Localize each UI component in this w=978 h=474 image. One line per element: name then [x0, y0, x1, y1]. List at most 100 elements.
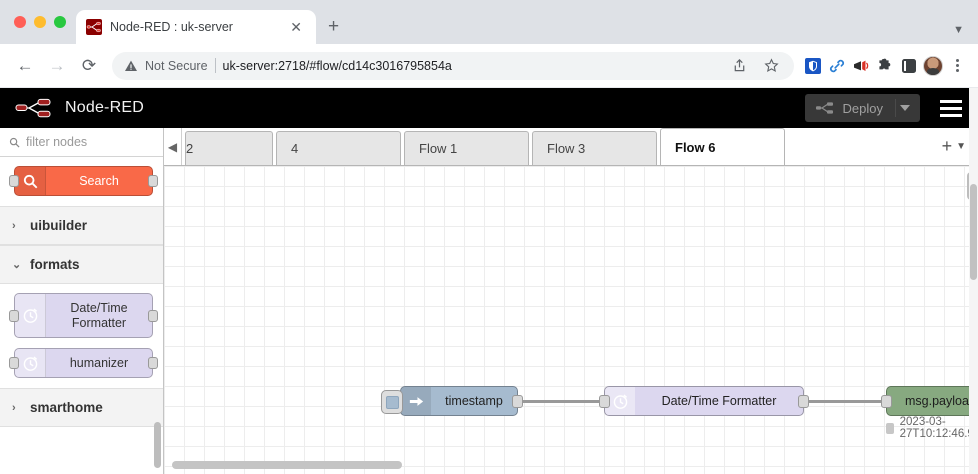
- wire-datetime-to-debug[interactable]: [802, 400, 890, 403]
- wire-inject-to-datetime[interactable]: [516, 400, 606, 403]
- node-input-port[interactable]: [599, 395, 610, 408]
- app-body: filter nodes Search: [0, 128, 978, 474]
- palette-category-uibuilder[interactable]: › uibuilder: [0, 206, 163, 245]
- node-output-port[interactable]: [512, 395, 523, 408]
- palette-filter-input[interactable]: filter nodes: [0, 128, 163, 157]
- node-red-logo[interactable]: Node-RED: [14, 96, 144, 120]
- node-red-header: Node-RED Deploy: [0, 88, 978, 128]
- node-red-favicon-icon: [86, 19, 102, 35]
- node-output-port: [148, 357, 158, 369]
- puzzle-extensions-icon[interactable]: [874, 55, 896, 77]
- add-flow-button[interactable]: +: [941, 136, 953, 156]
- palette-node-search[interactable]: Search: [9, 166, 158, 196]
- flow-node-label: msg.payload: [905, 394, 976, 408]
- deploy-main[interactable]: Deploy: [805, 101, 895, 116]
- browser-toolbar: ← → ⟳ Not Secure uk-server:2718/#flow/cd…: [0, 44, 978, 88]
- node-input-port[interactable]: [881, 395, 892, 408]
- node-output-port: [148, 175, 158, 187]
- address-bar[interactable]: Not Secure uk-server:2718/#flow/cd14c301…: [112, 51, 794, 80]
- flow-tabs-list: 2 4 Flow 1 Flow 3 Flow 6: [182, 128, 930, 165]
- square-extension-icon[interactable]: [898, 55, 920, 77]
- status-text: 2023-03-27T10:12:46.986Z: [899, 416, 978, 440]
- node-red-app: Node-RED Deploy: [0, 88, 978, 474]
- browser-tab[interactable]: Node-RED : uk-server ✕: [76, 10, 316, 44]
- hamburger-menu-icon[interactable]: [934, 99, 978, 117]
- inject-trigger-button[interactable]: [381, 390, 403, 414]
- node-output-port: [148, 310, 158, 322]
- page-scrollbar[interactable]: [969, 88, 978, 474]
- palette-node-label: humanizer: [69, 355, 129, 370]
- node-output-port[interactable]: [798, 395, 809, 408]
- flow-tab-flow-3[interactable]: Flow 3: [532, 131, 657, 165]
- flow-node-date-time-formatter[interactable]: Date/Time Formatter: [599, 386, 809, 416]
- flow-tab-4[interactable]: 4: [276, 131, 401, 165]
- palette-category-label: uibuilder: [30, 218, 87, 233]
- share-icon[interactable]: [728, 55, 750, 77]
- deploy-button[interactable]: Deploy: [804, 94, 920, 122]
- close-tab-button[interactable]: ✕: [290, 19, 302, 35]
- new-tab-button[interactable]: +: [328, 16, 340, 37]
- flow-canvas[interactable]: timestamp Date/Time Formatter: [164, 166, 978, 474]
- flow-tab-flow-1[interactable]: Flow 1: [404, 131, 529, 165]
- palette-node-humanizer[interactable]: humanizer: [9, 348, 158, 378]
- palette-scrollbar[interactable]: [154, 422, 161, 468]
- header-actions: Deploy: [804, 88, 978, 128]
- back-button[interactable]: ←: [16, 55, 34, 75]
- reload-button[interactable]: ⟳: [81, 55, 97, 75]
- node-red-title: Node-RED: [65, 99, 144, 116]
- flow-node-label: timestamp: [445, 394, 503, 408]
- forward-button[interactable]: →: [48, 55, 66, 75]
- clock-icon: [15, 349, 46, 377]
- palette-category-label: formats: [30, 257, 80, 272]
- clock-icon: [15, 294, 46, 337]
- palette-node-date-time-formatter[interactable]: Date/Time Formatter: [9, 293, 158, 338]
- flow-tab-2[interactable]: 2: [185, 131, 273, 165]
- link-extension-icon[interactable]: [826, 55, 848, 77]
- palette-node-search-wrap: Search: [0, 157, 163, 206]
- window-controls: [10, 0, 76, 44]
- palette-category-formats[interactable]: ⌄ formats: [0, 245, 163, 284]
- flow-tab-flow-6[interactable]: Flow 6: [660, 128, 785, 165]
- palette-node-datetime-wrap: Date/Time Formatter: [0, 284, 163, 348]
- clock-icon: [605, 387, 635, 415]
- close-window-button[interactable]: [14, 16, 26, 28]
- flow-editor: ◀ 2 4 Flow 1 Flow 3: [164, 128, 978, 474]
- flow-node-inject-timestamp[interactable]: timestamp: [381, 386, 523, 416]
- flow-node-status: 2023-03-27T10:12:46.986Z: [886, 416, 978, 440]
- flow-node-label: Date/Time Formatter: [661, 394, 777, 408]
- flow-tabs-actions: + ▼: [930, 128, 978, 165]
- deploy-label: Deploy: [842, 100, 883, 116]
- palette-filter-placeholder: filter nodes: [26, 135, 88, 149]
- chevron-right-icon: ›: [12, 219, 16, 232]
- flow-tab-label: Flow 1: [419, 141, 458, 156]
- browser-menu-icon[interactable]: [946, 55, 968, 77]
- flow-tab-label: Flow 6: [675, 139, 716, 155]
- search-icon: [9, 137, 20, 148]
- minimize-window-button[interactable]: [34, 16, 46, 28]
- flow-node-debug-msg-payload[interactable]: msg.payload: [881, 386, 978, 416]
- flow-tabs-scroll-left[interactable]: ◀: [164, 128, 182, 165]
- maximize-window-button[interactable]: [54, 16, 66, 28]
- megaphone-extension-icon[interactable]: [850, 55, 872, 77]
- shield-extension-icon[interactable]: [802, 55, 824, 77]
- security-status-label: Not Secure: [145, 58, 208, 73]
- palette-node-label: Date/Time Formatter: [70, 301, 128, 330]
- deploy-dropdown-button[interactable]: [895, 99, 920, 117]
- palette-scroll-area: Search › uibuilder ⌄ formats: [0, 157, 163, 474]
- canvas-horizontal-scrollbar[interactable]: [172, 461, 402, 469]
- node-input-port: [9, 175, 19, 187]
- flow-tab-label: 4: [291, 141, 299, 156]
- omnibox-actions: [720, 55, 782, 77]
- magnifier-icon: [15, 167, 46, 195]
- flow-tabs-menu-button[interactable]: ▼: [956, 141, 966, 152]
- tabstrip-menu-button[interactable]: ▼: [953, 24, 964, 36]
- node-input-port: [9, 310, 19, 322]
- bookmark-star-icon[interactable]: [760, 55, 782, 77]
- browser-tab-title: Node-RED : uk-server: [110, 20, 233, 34]
- node-palette: filter nodes Search: [0, 128, 164, 474]
- palette-category-label: smarthome: [30, 400, 103, 415]
- palette-category-smarthome[interactable]: › smarthome: [0, 388, 163, 427]
- chevron-right-icon: ›: [12, 401, 16, 414]
- profile-avatar[interactable]: [922, 55, 944, 77]
